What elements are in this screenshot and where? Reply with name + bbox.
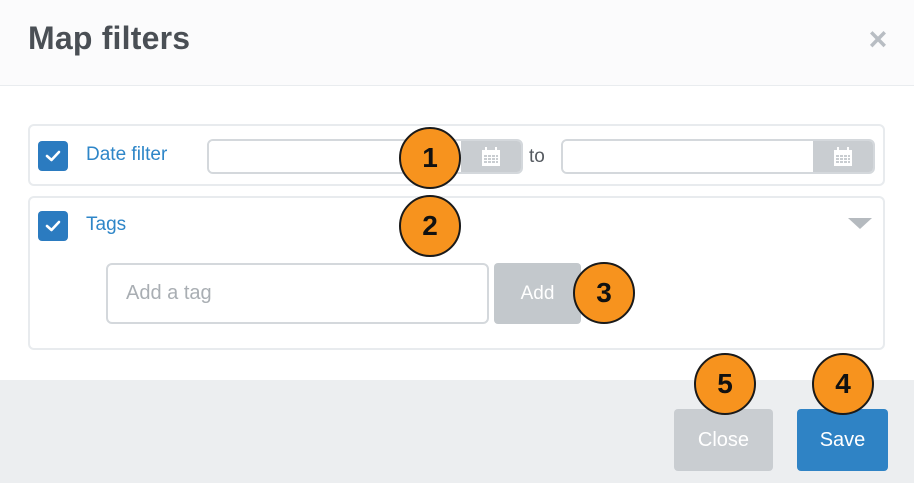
date-range-to-label: to: [529, 146, 545, 167]
calendar-icon: [834, 146, 852, 166]
callout-badge: 1: [399, 127, 461, 189]
date-to-input[interactable]: [561, 139, 875, 174]
calendar-icon: [482, 146, 500, 166]
dialog-header: Map filters ×: [0, 0, 914, 86]
tags-filter-checkbox[interactable]: [38, 211, 68, 241]
dialog-title: Map filters: [28, 20, 191, 56]
add-tag-input[interactable]: [106, 263, 489, 324]
date-to-calendar-button[interactable]: [813, 141, 873, 172]
checkmark-icon: [45, 220, 61, 232]
tags-filter-label[interactable]: Tags: [86, 214, 127, 235]
chevron-down-icon[interactable]: [848, 218, 872, 229]
dialog-footer: [0, 380, 914, 483]
add-tag-button[interactable]: Add: [494, 263, 581, 324]
save-button[interactable]: Save: [797, 409, 888, 471]
callout-badge: 3: [573, 262, 635, 324]
callout-badge: 5: [694, 353, 756, 415]
close-icon[interactable]: ×: [868, 21, 888, 57]
date-filter-label[interactable]: Date filter: [86, 144, 168, 165]
close-button[interactable]: Close: [674, 409, 773, 471]
date-from-calendar-button[interactable]: [461, 141, 521, 172]
checkmark-icon: [45, 150, 61, 162]
callout-badge: 4: [812, 353, 874, 415]
date-from-input[interactable]: [207, 139, 523, 174]
callout-badge: 2: [399, 195, 461, 257]
date-to-field[interactable]: [563, 141, 813, 172]
date-filter-checkbox[interactable]: [38, 141, 68, 171]
